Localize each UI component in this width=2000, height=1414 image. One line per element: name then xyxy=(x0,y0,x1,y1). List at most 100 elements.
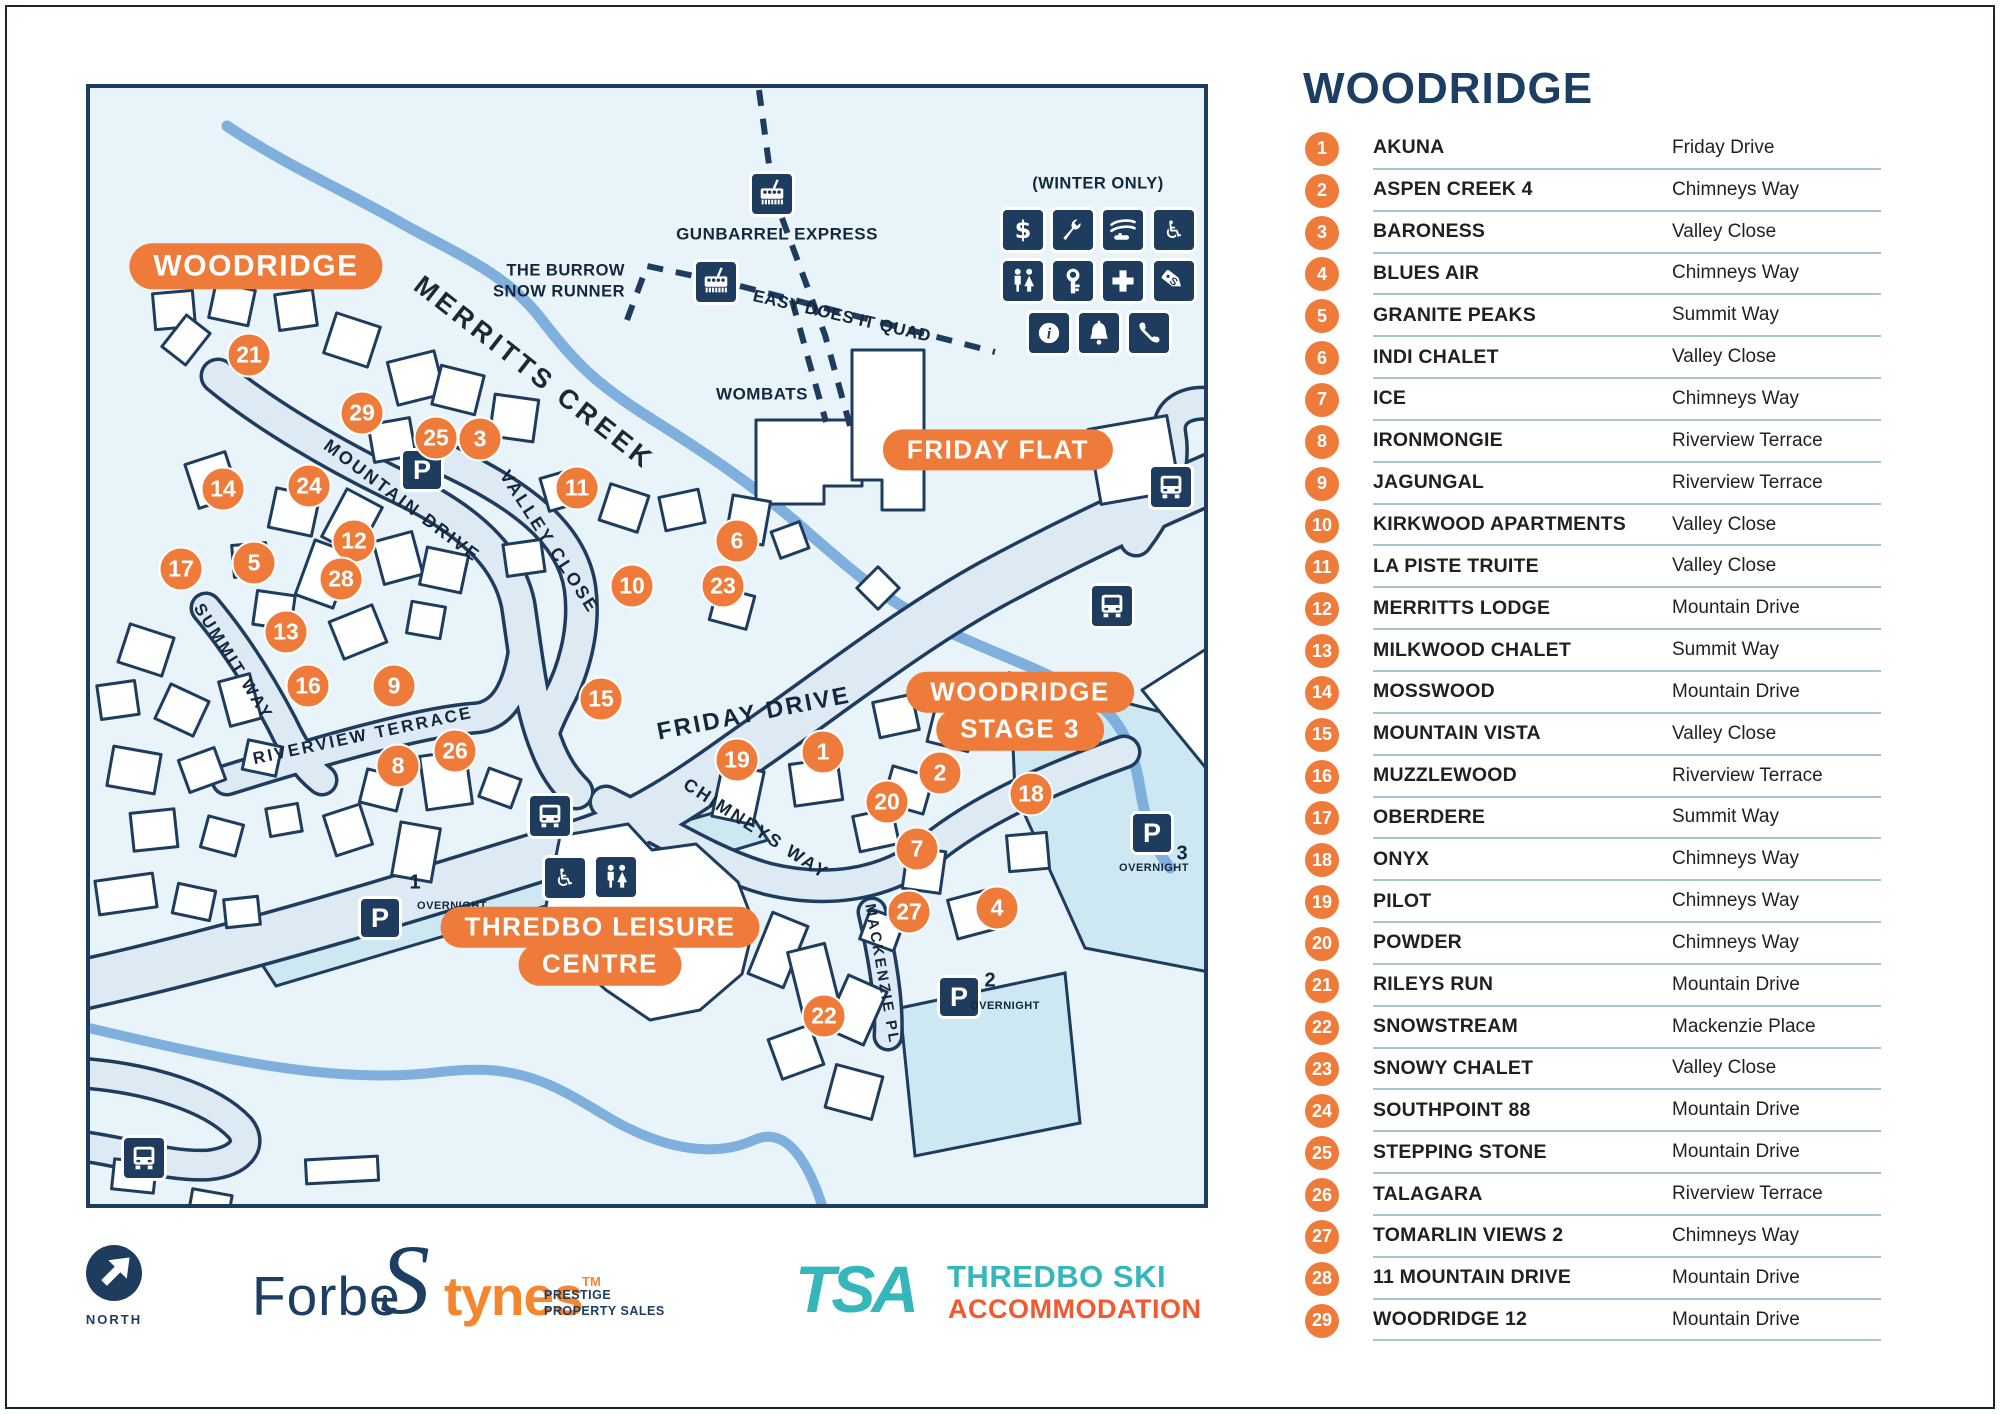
property-street: Riverview Terrace xyxy=(1672,471,1823,493)
parking-number: 1 xyxy=(409,871,421,894)
map-marker-10: 10 xyxy=(609,563,655,609)
property-name: BLUES AIR xyxy=(1373,261,1480,284)
legend-number-badge: 5 xyxy=(1305,299,1339,334)
wheelchair-icon: ♿ xyxy=(1151,207,1197,253)
property-street: Valley Close xyxy=(1672,220,1777,242)
legend-row: 7 ICE Chimneys Way xyxy=(1305,379,1881,421)
winter-only-label: (WINTER ONLY) xyxy=(1032,174,1164,193)
price-tag-icon: S xyxy=(1151,258,1197,304)
forbestynes-logo: Forbe S tynes TM PRESTIGE PROPERTY SALES xyxy=(252,1230,732,1364)
property-name: PILOT xyxy=(1373,889,1432,912)
legend-row: 9 JAGUNGAL Riverview Terrace xyxy=(1305,463,1881,505)
chairlift-icon xyxy=(749,171,795,217)
parking-number: 2 xyxy=(984,969,996,992)
property-street: Chimneys Way xyxy=(1672,890,1800,912)
property-street: Chimneys Way xyxy=(1672,178,1800,200)
property-street: Friday Drive xyxy=(1672,136,1775,158)
tsa-line1: THREDBO SKI xyxy=(947,1259,1167,1294)
legend-row: 20 POWDER Chimneys Way xyxy=(1305,923,1881,965)
forbes-swoosh: S xyxy=(380,1224,430,1335)
legend-row: 28 11 MOUNTAIN DRIVE Mountain Drive xyxy=(1305,1258,1881,1300)
chairlift-icon xyxy=(693,259,739,305)
map-marker-20: 20 xyxy=(864,779,910,825)
legend-number-badge: 8 xyxy=(1305,424,1339,459)
legend-row: 17 OBERDERE Summit Way xyxy=(1305,798,1881,840)
map-marker-25: 25 xyxy=(413,415,459,461)
legend-number-badge: 13 xyxy=(1305,634,1339,669)
area-label: FRIDAY FLAT xyxy=(882,429,1114,471)
ski-lift-label: GUNBARREL EXPRESS xyxy=(676,224,878,244)
property-name: BARONESS xyxy=(1373,220,1486,243)
legend-number-badge: 27 xyxy=(1305,1219,1339,1254)
legend-row: 26 TALAGARA Riverview Terrace xyxy=(1305,1174,1881,1216)
property-name: AKUNA xyxy=(1373,136,1445,159)
property-street: Chimneys Way xyxy=(1672,848,1800,870)
legend-row: 22 SNOWSTREAM Mackenzie Place xyxy=(1305,1007,1881,1049)
tsa-line2: ACCOMMODATION xyxy=(948,1294,1202,1324)
map-marker-13: 13 xyxy=(263,609,309,655)
property-name: WOODRIDGE 12 xyxy=(1373,1308,1528,1331)
property-street: Mountain Drive xyxy=(1672,680,1800,702)
map-marker-21: 21 xyxy=(226,332,272,378)
property-name: ICE xyxy=(1373,387,1407,410)
map-marker-1: 1 xyxy=(800,729,846,775)
property-name: IRONMONGIE xyxy=(1373,429,1503,452)
north-indicator: NORTH xyxy=(73,1243,155,1327)
legend-number-badge: 21 xyxy=(1305,968,1339,1003)
map-marker-17: 17 xyxy=(158,546,204,592)
property-street: Valley Close xyxy=(1672,513,1777,535)
toilets-icon xyxy=(593,854,639,900)
property-street: Riverview Terrace xyxy=(1672,429,1823,451)
legend-row: 12 MERRITTS LODGE Mountain Drive xyxy=(1305,588,1881,631)
forbes-tagline: PRESTIGE PROPERTY SALES xyxy=(544,1288,665,1318)
property-name: SNOWSTREAM xyxy=(1373,1015,1518,1038)
property-name: OBERDERE xyxy=(1373,805,1486,828)
legend-number-badge: 24 xyxy=(1305,1094,1339,1129)
bus-stop-icon xyxy=(1148,464,1194,510)
legend-row: 27 TOMARLIN VIEWS 2 Chimneys Way xyxy=(1305,1216,1881,1258)
legend-row: 3 BARONESS Valley Close xyxy=(1305,212,1881,254)
property-street: Mountain Drive xyxy=(1672,1308,1800,1330)
accessible-icon: ♿ xyxy=(542,855,588,901)
property-name: MILKWOOD CHALET xyxy=(1373,638,1571,661)
property-name: LA PISTE TRUITE xyxy=(1373,554,1539,577)
ski-lift-lines xyxy=(624,89,996,427)
map-marker-18: 18 xyxy=(1008,771,1054,817)
property-street: Valley Close xyxy=(1672,722,1777,744)
tsa-letters: TSA xyxy=(795,1252,919,1326)
dollar-icon: $ xyxy=(1000,207,1046,253)
property-street: Chimneys Way xyxy=(1672,1224,1800,1246)
property-name: JAGUNGAL xyxy=(1373,471,1485,494)
map-marker-28: 28 xyxy=(318,556,364,602)
property-name: SOUTHPOINT 88 xyxy=(1373,1098,1531,1121)
svg-text:i: i xyxy=(1047,326,1052,343)
map-marker-7: 7 xyxy=(894,826,940,872)
street-label: SUMMIT WAY xyxy=(189,599,277,724)
ski-lift-label: WOMBATS xyxy=(716,384,808,404)
legend-row: 11 LA PISTE TRUITE Valley Close xyxy=(1305,546,1881,589)
map-marker-27: 27 xyxy=(886,889,932,935)
property-name: ONYX xyxy=(1373,847,1430,870)
property-name: INDI CHALET xyxy=(1373,345,1499,368)
north-arrow-icon xyxy=(84,1245,144,1307)
map-marker-3: 3 xyxy=(457,416,503,462)
bell-icon xyxy=(1076,310,1122,356)
area-label-pill: CENTRE xyxy=(518,944,682,986)
property-name: MUZZLEWOOD xyxy=(1373,764,1517,787)
area-label: WOODRIDGE xyxy=(129,243,383,289)
map-marker-9: 9 xyxy=(371,663,417,709)
area-label-pill: THREDBO LEISURE xyxy=(440,906,760,948)
map-marker-8: 8 xyxy=(375,743,421,789)
area-label-pill: STAGE 3 xyxy=(936,709,1104,751)
legend-row: 2 ASPEN CREEK 4 Chimneys Way xyxy=(1305,170,1881,212)
property-street: Mountain Drive xyxy=(1672,1266,1800,1288)
legend-row: 1 AKUNA Friday Drive xyxy=(1305,128,1881,170)
parking-icon: P xyxy=(358,896,402,940)
property-name: MOSSWOOD xyxy=(1373,680,1495,703)
map-marker-12: 12 xyxy=(331,518,377,564)
property-name: STEPPING STONE xyxy=(1373,1140,1547,1163)
legend-number-badge: 15 xyxy=(1305,717,1339,752)
legend-number-badge: 6 xyxy=(1305,341,1339,376)
